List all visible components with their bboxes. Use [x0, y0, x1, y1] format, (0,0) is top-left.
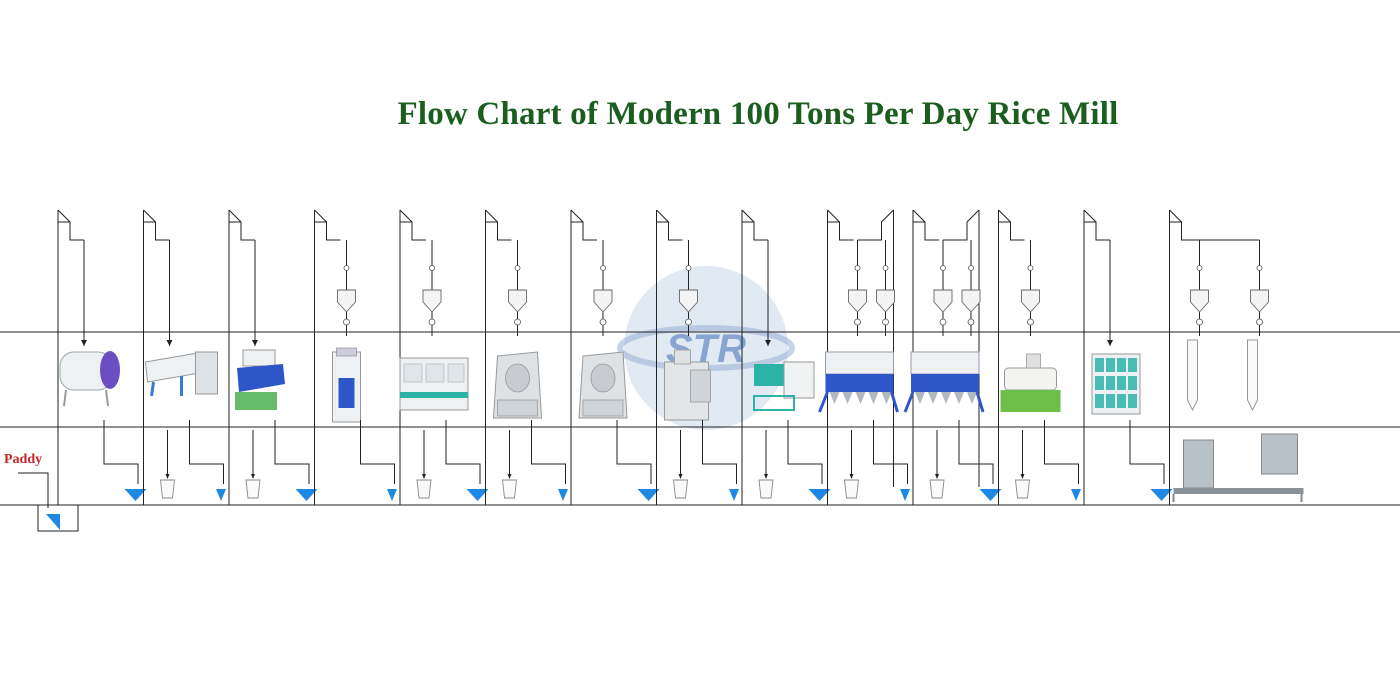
machine-paddy-separator	[399, 209, 489, 505]
machine-color-sorter-2	[903, 209, 1002, 505]
machine-rice-silo	[1083, 209, 1173, 505]
machine-husker	[314, 209, 397, 505]
machine-water-polisher	[656, 209, 739, 505]
paddy-intake	[18, 472, 79, 532]
machine-whitener-2	[570, 209, 660, 505]
paddy-label: Paddy	[4, 452, 43, 467]
machines-layer	[57, 209, 1304, 505]
machine-length-grader	[998, 209, 1081, 505]
machine-rice-grader	[741, 209, 831, 505]
machine-drum-pre-cleaner	[57, 209, 147, 505]
machine-whitener-1	[485, 209, 568, 505]
machine-destoner	[228, 209, 318, 505]
machine-color-sorter-1	[818, 209, 910, 505]
rails	[0, 331, 1400, 506]
machine-packing-machine	[1169, 209, 1304, 505]
page-title: Flow Chart of Modern 100 Tons Per Day Ri…	[397, 96, 1119, 132]
machine-vibrating-cleaner	[143, 209, 226, 505]
